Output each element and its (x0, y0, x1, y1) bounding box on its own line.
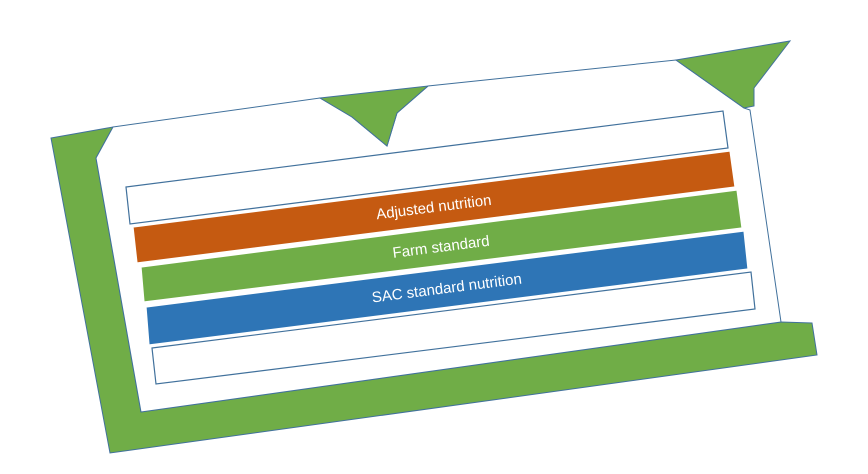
layer-adjusted-nutrition (132, 150, 736, 264)
layer-sac-standard-nutrition (145, 230, 749, 346)
top-notch-center (318, 85, 430, 147)
layer-farm-standard (140, 189, 743, 303)
top-notch-right (674, 40, 792, 109)
layer-bottom-empty (151, 271, 756, 385)
layer-top-empty (125, 110, 729, 225)
